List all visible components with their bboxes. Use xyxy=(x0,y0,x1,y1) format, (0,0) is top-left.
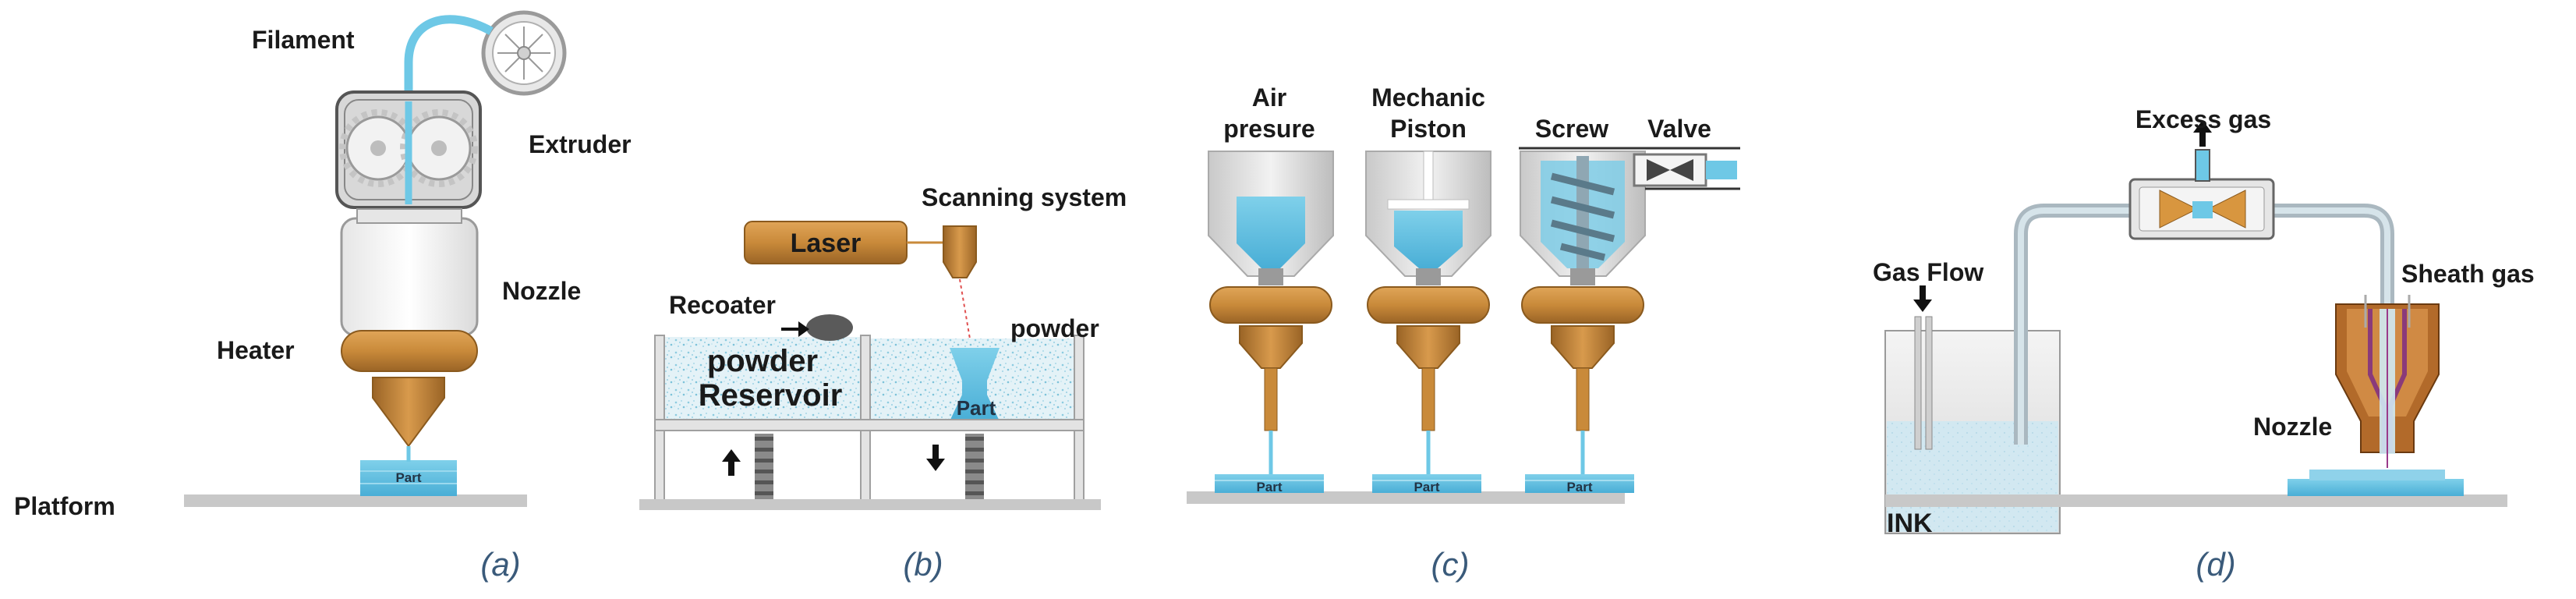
platform-a xyxy=(184,494,527,507)
substrate-d xyxy=(1885,494,2507,507)
label-reservoir-line2: Reservoir xyxy=(699,378,843,413)
deposition-nozzle xyxy=(2335,295,2440,468)
arrow-up-icon xyxy=(722,449,741,476)
label-recoater: Recoater xyxy=(669,291,776,319)
part-a xyxy=(360,460,457,496)
printed-line-d xyxy=(2288,479,2464,496)
part-b xyxy=(950,348,1000,421)
panel-d: INK Excess g xyxy=(1873,105,2535,583)
label-screw: Screw xyxy=(1535,115,1608,143)
part-label-c2: Part xyxy=(1414,480,1439,494)
label-gas-flow: Gas Flow xyxy=(1873,258,1983,286)
panel-b: Laser Scanning system Part Reco xyxy=(639,183,1127,583)
nozzle-tip-a xyxy=(372,377,445,448)
part-label-c1: Part xyxy=(1256,480,1282,494)
part-c2 xyxy=(1372,474,1481,493)
label-reservoir-line1: powder xyxy=(707,344,818,378)
label-powder-right: powder xyxy=(1010,314,1099,342)
label-valve: Valve xyxy=(1647,115,1711,143)
scanning-head xyxy=(943,225,977,278)
label-mech-line1: Mechanic xyxy=(1371,83,1485,112)
label-nozzle-a: Nozzle xyxy=(502,277,581,305)
heater-a xyxy=(341,330,478,372)
caption-c: (c) xyxy=(1431,546,1470,583)
panel-c: Part Part xyxy=(1187,83,1740,583)
syringe-screw xyxy=(1520,151,1646,477)
label-air-line2: presure xyxy=(1223,115,1315,143)
label-mech-line2: Piston xyxy=(1390,115,1467,143)
part-label-c3: Part xyxy=(1566,480,1592,494)
label-nozzle-d: Nozzle xyxy=(2253,413,2332,441)
label-extruder: Extruder xyxy=(529,130,632,158)
recoater-blade xyxy=(806,314,853,341)
extruder-gear-right xyxy=(400,109,478,187)
part-label-a: Part xyxy=(395,470,421,485)
syringe-air xyxy=(1208,151,1334,477)
gas-flow-arrow-icon xyxy=(1913,285,1932,312)
label-filament: Filament xyxy=(252,26,355,54)
powder-reservoir xyxy=(661,337,861,421)
label-excess-gas: Excess gas xyxy=(2135,105,2271,133)
filament-strand xyxy=(404,15,494,211)
platform-c xyxy=(1187,491,1625,504)
label-platform: Platform xyxy=(14,492,115,520)
part-c1 xyxy=(1215,474,1324,493)
recoater-arrow xyxy=(781,321,809,337)
part-c3 xyxy=(1525,474,1634,493)
caption-b: (b) xyxy=(903,546,943,583)
label-laser: Laser xyxy=(791,229,862,258)
label-heater: Heater xyxy=(217,336,295,364)
panel-a: Part xyxy=(14,10,632,583)
piston-right xyxy=(965,434,984,504)
syringe-piston xyxy=(1365,151,1491,477)
arrow-down-icon xyxy=(926,445,945,471)
label-ink: INK xyxy=(1887,509,1933,538)
part-label-b: Part xyxy=(957,396,996,420)
valve-icon xyxy=(1647,159,1693,181)
caption-a: (a) xyxy=(480,546,520,583)
piston-left xyxy=(755,434,773,504)
label-sheath-gas: Sheath gas xyxy=(2401,260,2535,288)
nozzle-body-a xyxy=(340,217,479,337)
caption-d: (d) xyxy=(2196,546,2235,583)
excess-gas-arrow-icon xyxy=(2193,120,2212,147)
label-scanning-system: Scanning system xyxy=(922,183,1127,211)
label-air-line1: Air xyxy=(1252,83,1286,112)
